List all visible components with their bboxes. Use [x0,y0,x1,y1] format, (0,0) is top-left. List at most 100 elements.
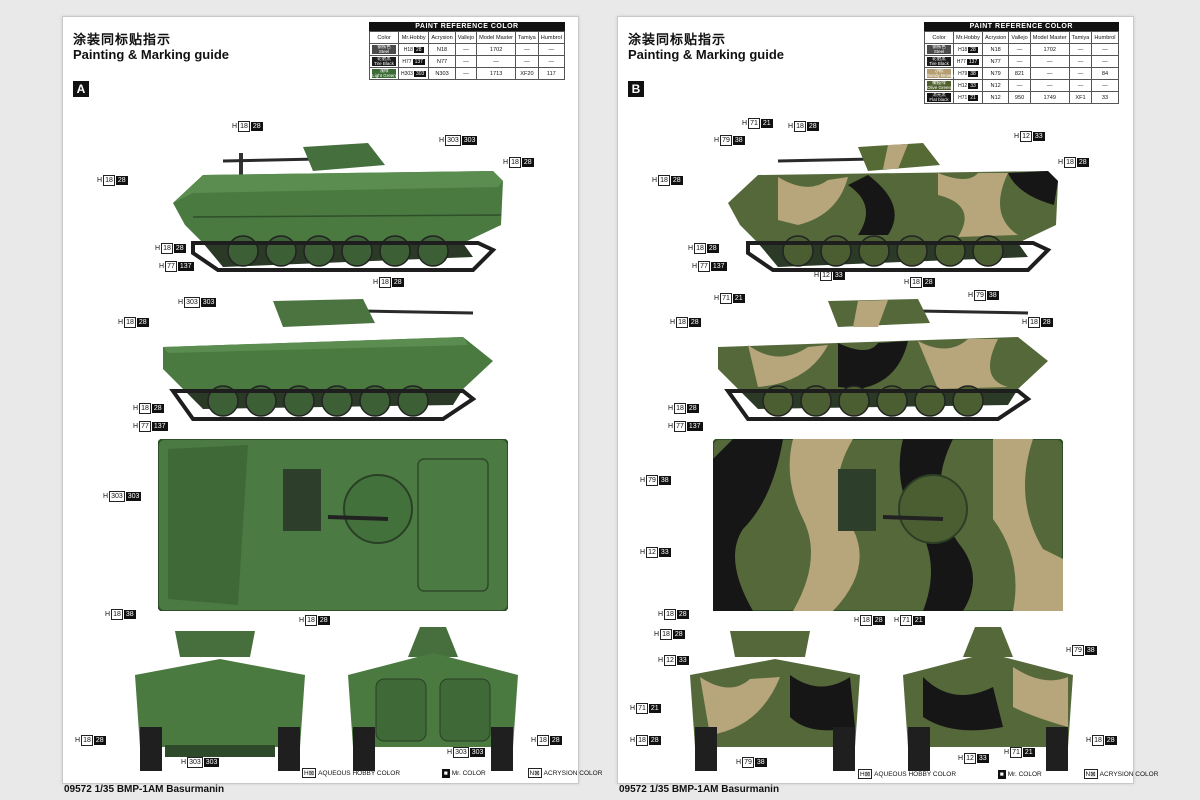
col-header: Vallejo [1008,31,1031,44]
tamiya-code: — [1068,55,1093,68]
col-header: Tamiya [515,31,539,44]
scheme-label: A [73,81,89,97]
legend-aqueous: H⊠AQUEOUS HOBBY COLOR [302,768,401,778]
acrysion-code: N12 [981,91,1010,104]
vallejo-code: — [1008,79,1031,92]
header-english: Painting & Marking guide [73,47,230,62]
col-header: Mr.Hobby [953,31,983,44]
tamiya-code: — [515,43,539,56]
top-view-illustration [713,439,1063,611]
model-master-code: 1702 [476,43,517,56]
col-header: Mr.Hobby [397,31,430,44]
humbrol-code: 33 [1091,91,1119,104]
kit-part-label: 09572 1/35 BMP-1AM Basurmanin [64,784,225,795]
rear-view-illustration [348,627,518,771]
col-header: Acrysion [428,31,456,44]
paint-reference-table: PAINT REFERENCE COLOR Color Mr.Hobby Acr… [369,22,565,80]
acrysion-code: N18 [428,43,456,56]
model-master-code: — [1029,55,1070,68]
side-view-left-illustration [173,143,503,272]
humbrol-code: — [1091,79,1119,92]
paint-table-header: Color Mr.Hobby Acrysion Vallejo Model Ma… [369,31,565,44]
paint-brand-legend: H⊠AQUEOUS HOBBY COLOR ■Mr. COLOR N⊠ACRYS… [858,769,1198,779]
acrysion-code: N18 [981,43,1010,56]
tamiya-code: — [1068,43,1093,56]
side-view-right-illustration [718,299,1048,421]
painting-guide-sheet-b: 涂装同标贴指示 Painting & Marking guide B PAINT… [617,16,1158,784]
scheme-label: B [628,81,644,97]
humbrol-code: — [1091,43,1119,56]
humbrol-code: 84 [1091,67,1119,80]
legend-acrysion: N⊠ACRYSION COLOR [527,768,603,778]
paint-reference-table: PAINT REFERENCE COLOR Color Mr.Hobby Acr… [924,22,1119,104]
header-english: Painting & Marking guide [628,47,785,62]
acrysion-code: N79 [981,67,1010,80]
front-view-illustration [135,631,305,771]
header-chinese: 涂装同标贴指示 [73,33,172,48]
vallejo-code: — [454,67,478,80]
tamiya-code: — [1068,79,1093,92]
acrysion-code: N77 [428,55,456,68]
humbrol-code: — [537,55,565,68]
col-header: Model Master [1029,31,1070,44]
humbrol-code: — [537,43,565,56]
model-master-code: 1713 [476,67,517,80]
vallejo-code: 821 [1008,67,1031,80]
paint-table-header: Color Mr.Hobby Acrysion Vallejo Model Ma… [924,31,1119,44]
model-master-code: 1749 [1029,91,1070,104]
col-header: Model Master [476,31,517,44]
col-header: Tamiya [1068,31,1093,44]
side-view-right-illustration [163,299,493,421]
